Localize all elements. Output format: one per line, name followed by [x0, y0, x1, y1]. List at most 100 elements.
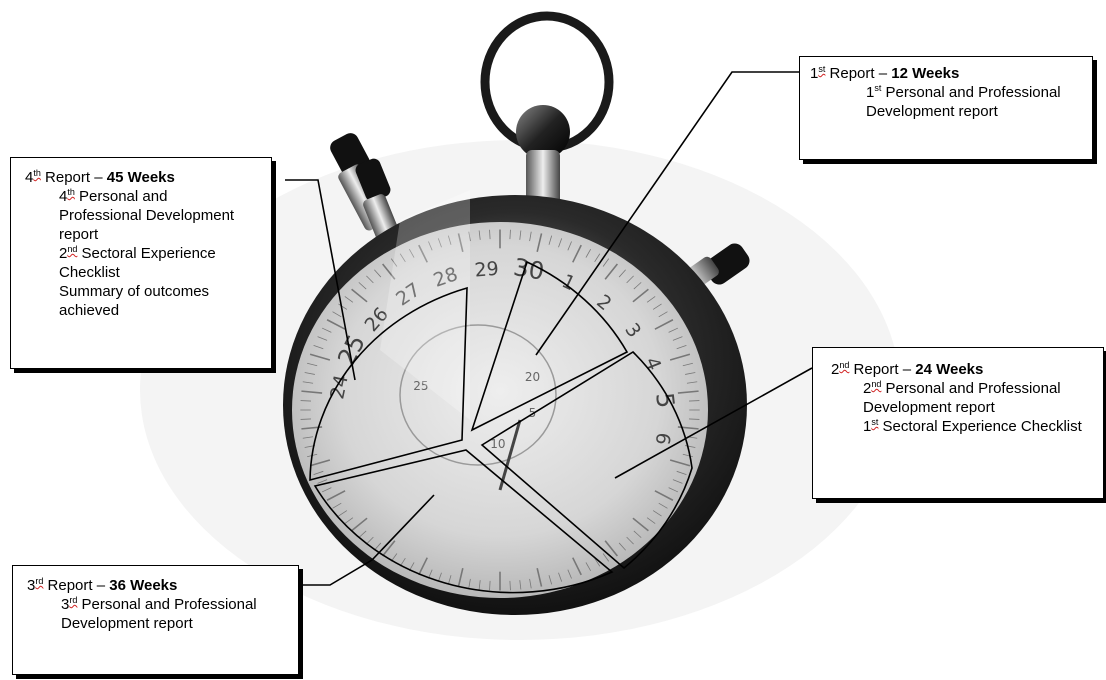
dial-tick [604, 540, 618, 557]
callout-report-2-heading: 2nd Report – 24 Weeks [831, 360, 984, 379]
subdial-number: 25 [413, 379, 428, 393]
crown-stem [526, 150, 560, 210]
dial-tick [457, 233, 464, 253]
dial-tick [399, 253, 406, 263]
dial-tick [672, 479, 683, 484]
dial-face [292, 222, 708, 598]
list-item: Summary of outcomes achieved [59, 283, 210, 319]
dial-tick [338, 303, 348, 310]
dial-tick [519, 230, 522, 240]
dial-tick [344, 517, 354, 524]
dial-tick [358, 530, 367, 538]
segment-4-outline [309, 286, 468, 482]
dial-tick [548, 235, 553, 245]
dial-tick [604, 263, 618, 280]
dial-tick [321, 487, 332, 493]
leader-line-r1 [535, 71, 800, 356]
dial-tick [567, 241, 572, 251]
dial-tick [585, 562, 592, 572]
dial-tick [652, 510, 662, 517]
callout-report-1-items: 1st Personal and Professional Developmen… [810, 83, 1092, 121]
dial-tick [358, 282, 367, 290]
segment-1-outline [470, 260, 629, 432]
dial-tick [321, 327, 332, 333]
callout-report-3: 3rd Report – 36 Weeks 3rd Personal and P… [12, 565, 299, 675]
dial-tick [478, 230, 481, 240]
callout-report-2: 2nd Report – 24 Weeks 2nd Personal and P… [812, 347, 1104, 499]
dial-tick [374, 542, 382, 551]
dial-tick [447, 575, 452, 585]
dial-tick [633, 282, 642, 290]
dial-tick [585, 248, 592, 258]
dial-tick [668, 487, 679, 493]
dial-tick [302, 381, 314, 384]
dial-tick [654, 319, 674, 330]
dial-tick [686, 381, 698, 384]
dial-tick [682, 362, 693, 367]
list-item: 3rd Personal and Professional Developmen… [61, 595, 257, 633]
callout-report-4-items: 4th Personal and Professional Developmen… [25, 187, 237, 320]
dial-inner-numbers: 25 5 10 20 [413, 370, 540, 451]
dial-tick [509, 580, 511, 591]
subdial-number: 5 [529, 406, 537, 420]
list-item: 2nd Sectoral Experience Checklist [59, 244, 216, 282]
dial-tick [646, 517, 656, 524]
dial-tick [529, 231, 532, 242]
callout-report-2-items: 2nd Personal and Professional Developmen… [831, 379, 1093, 436]
dial-tick [332, 502, 342, 509]
dial-tick [572, 557, 582, 576]
callout-report-3-items: 3rd Personal and Professional Developmen… [27, 595, 291, 633]
leader-line-r4 [285, 179, 356, 381]
dial-tick [313, 470, 324, 476]
dial-tick [658, 502, 668, 509]
dial-tick [632, 517, 649, 532]
dial-tick [313, 344, 324, 350]
dial-tick [626, 275, 634, 284]
dial-tick [618, 269, 626, 278]
stopwatch-hand [498, 419, 522, 491]
subdial-number: 10 [490, 437, 505, 451]
dial-tick [668, 327, 679, 333]
dial-tick [338, 510, 348, 517]
leader-lines [285, 71, 813, 586]
dial-tick [478, 580, 481, 590]
dial-tick [489, 580, 491, 591]
dial-tick [309, 459, 331, 467]
dial-tick [489, 229, 491, 240]
dial-tick [676, 470, 687, 476]
dial-number: 29 [474, 258, 500, 282]
dial-tick [558, 572, 563, 582]
dial-tick [633, 530, 642, 538]
dial-tick [351, 288, 368, 303]
dial-tick [654, 490, 674, 501]
segment-3-outline [313, 449, 614, 594]
dial-tick [519, 580, 522, 590]
dial-tick [418, 244, 428, 263]
dial-tick [536, 567, 543, 587]
dial-tick [567, 569, 572, 579]
callout-report-1-heading: 1st Report – 12 Weeks [810, 64, 960, 83]
dial-tick [509, 229, 511, 240]
dial-tick [536, 233, 543, 253]
leader-line-r3 [300, 494, 435, 586]
callout-report-1: 1st Report – 12 Weeks 1st Personal and P… [799, 56, 1093, 160]
dial-tick [366, 536, 374, 545]
dial-tick [457, 567, 464, 587]
subdial-number: 20 [525, 370, 540, 384]
list-item: 4th Personal and Professional Developmen… [59, 187, 235, 244]
dial-tick [529, 578, 532, 589]
segment-outlines [309, 260, 693, 594]
dial-tick [307, 362, 318, 367]
dial-tick [669, 353, 691, 361]
segment-2-outline [480, 350, 693, 570]
dial-tick [326, 319, 346, 330]
callout-report-3-heading: 3rd Report – 36 Weeks [27, 576, 178, 595]
dial-tick [669, 459, 691, 467]
leader-line-r2 [614, 367, 813, 479]
dial-tick [618, 542, 626, 551]
dial-tick [437, 572, 442, 582]
dial-tick [390, 258, 398, 267]
dial-tick [302, 436, 314, 439]
